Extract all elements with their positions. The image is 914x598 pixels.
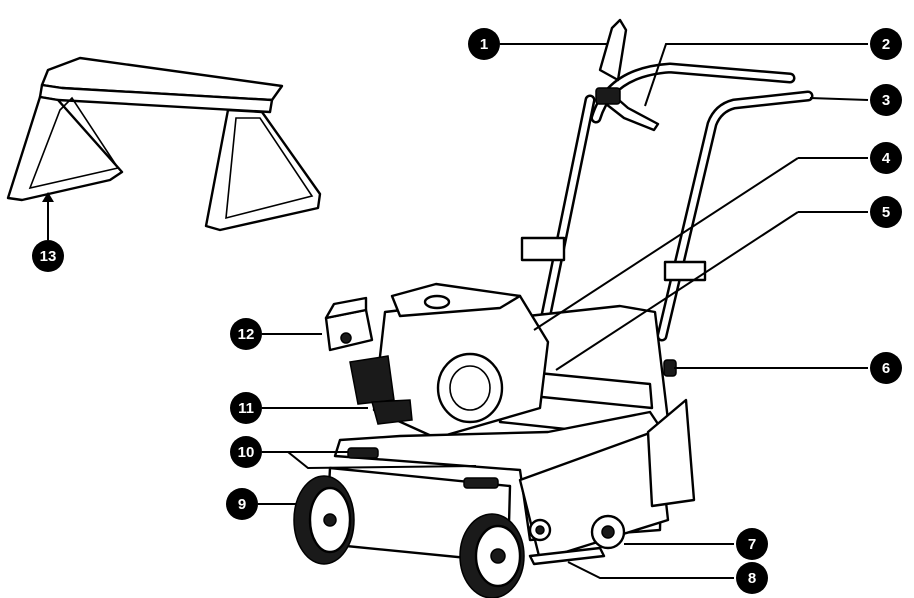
leader-lines (42, 43, 869, 579)
leader-10 (262, 451, 477, 470)
svg-text:12: 12 (238, 326, 255, 343)
leader-3 (809, 97, 869, 101)
svg-text:6: 6 (882, 360, 890, 377)
svg-text:7: 7 (748, 536, 756, 553)
svg-text:4: 4 (882, 150, 891, 167)
svg-text:2: 2 (882, 36, 890, 53)
detached-stand-illustration (6, 56, 322, 232)
svg-text:9: 9 (238, 496, 246, 513)
svg-text:3: 3 (882, 92, 890, 109)
machine-illustration (293, 18, 814, 598)
callout-3: 3 (870, 84, 902, 116)
leader-4b (533, 157, 799, 331)
callout-8: 8 (736, 562, 768, 594)
svg-text:10: 10 (238, 444, 255, 461)
callout-6: 6 (870, 352, 902, 384)
callout-5: 5 (870, 196, 902, 228)
leader-5b (555, 211, 799, 371)
callout-9: 9 (226, 488, 258, 520)
callout-13: 13 (32, 240, 64, 272)
callout-2: 2 (870, 28, 902, 60)
callout-12: 12 (230, 318, 262, 350)
svg-text:13: 13 (40, 248, 57, 265)
callout-10: 10 (230, 436, 262, 468)
svg-text:1: 1 (480, 36, 488, 53)
leader-8 (567, 561, 734, 579)
callout-1: 1 (468, 28, 500, 60)
svg-text:8: 8 (748, 570, 756, 587)
callout-7: 7 (736, 528, 768, 560)
leader-2 (644, 43, 868, 107)
callout-4: 4 (870, 142, 902, 174)
svg-text:5: 5 (882, 204, 890, 221)
callout-11: 11 (230, 392, 262, 424)
svg-text:11: 11 (238, 400, 254, 417)
